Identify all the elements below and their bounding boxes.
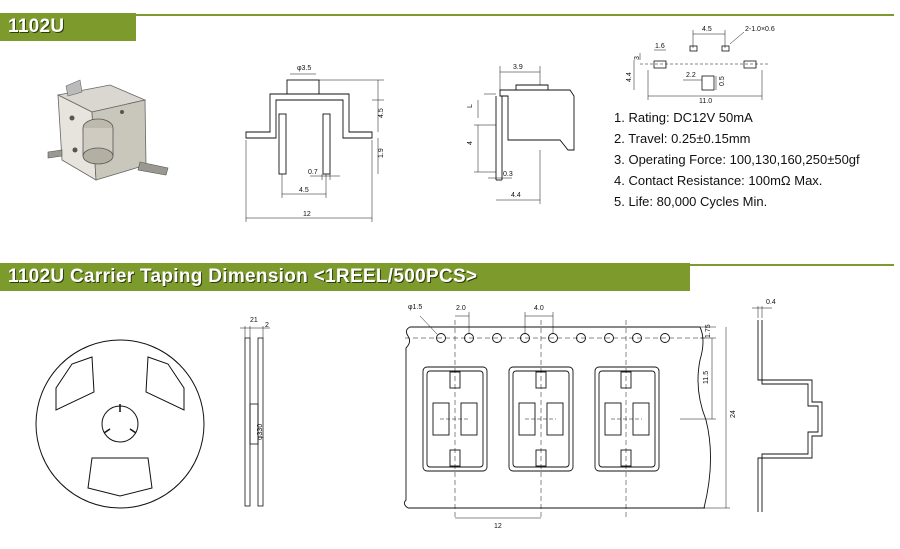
dim-side-4-5: 4.5 xyxy=(378,108,385,118)
side-view-drawing xyxy=(245,73,384,222)
dim-tape-2-0: 2.0 xyxy=(456,305,466,312)
spec-life: 5. Life: 80,000 Cycles Min. xyxy=(614,194,768,209)
carrier-tape-drawing xyxy=(403,312,730,519)
dim-side-12: 12 xyxy=(303,211,311,218)
dim-mid-4-4: 4.4 xyxy=(511,192,521,199)
dim-side-4-5b: 4.5 xyxy=(299,187,309,194)
dim-pad-hole: 2-1.0×0.6 xyxy=(745,26,775,33)
dim-profile-0-4: 0.4 xyxy=(766,299,776,306)
dim-tape-4-0: 4.0 xyxy=(534,305,544,312)
dim-tape-12: 12 xyxy=(494,523,502,530)
section-title-top: 1102U xyxy=(8,16,65,37)
dim-pad-0-5: 0.5 xyxy=(719,76,726,86)
dim-tape-1-75: 1.75 xyxy=(705,324,712,338)
dim-pad-1-6: 1.6 xyxy=(655,43,665,50)
section-title-bottom: 1102U Carrier Taping Dimension <1REEL/50… xyxy=(8,266,478,287)
dim-pad-2-2: 2.2 xyxy=(686,72,696,79)
section-header-bottom: 1102U Carrier Taping Dimension <1REEL/50… xyxy=(0,263,900,291)
section-header-top: 1102U xyxy=(0,13,900,41)
dim-mid-4: 4 xyxy=(467,141,474,145)
dim-pad-11: 11.0 xyxy=(699,98,712,105)
dim-pad-4-5: 4.5 xyxy=(702,26,712,33)
spec-operating-force: 3. Operating Force: 100,130,160,250±50gf xyxy=(614,152,860,167)
profile-view-drawing xyxy=(474,66,575,204)
dim-mid-0-3: 0.3 xyxy=(503,171,513,178)
dim-reel-21: 21 xyxy=(250,317,258,324)
dim-tape-11-5: 11.5 xyxy=(703,371,710,384)
dim-tape-1-5: φ1.5 xyxy=(408,304,422,311)
dim-side-3-5: φ3.5 xyxy=(297,65,311,72)
spec-contact-resistance: 4. Contact Resistance: 100mΩ Max. xyxy=(614,173,823,188)
dim-reel-2: 2 xyxy=(265,322,269,329)
product-illustration xyxy=(47,79,169,181)
dim-reel-330: φ330 xyxy=(257,424,264,440)
dim-pad-4-4: 4.4 xyxy=(626,72,633,82)
tape-profile-drawing xyxy=(752,306,823,512)
pad-layout-drawing xyxy=(633,30,770,100)
dim-tape-24: 24 xyxy=(730,410,737,418)
dim-mid-3-9: 3.9 xyxy=(513,64,523,71)
dim-pad-3: 3 xyxy=(634,56,641,60)
reel-side-drawing xyxy=(240,326,270,507)
dim-mid-L: L xyxy=(467,104,474,108)
spec-travel: 2. Travel: 0.25±0.15mm xyxy=(614,131,751,146)
dim-side-0-7: 0.7 xyxy=(308,169,318,176)
dim-side-1-9: 1.9 xyxy=(378,148,385,158)
spec-rating: 1. Rating: DC12V 50mA xyxy=(614,110,753,125)
reel-drawing xyxy=(35,339,205,509)
